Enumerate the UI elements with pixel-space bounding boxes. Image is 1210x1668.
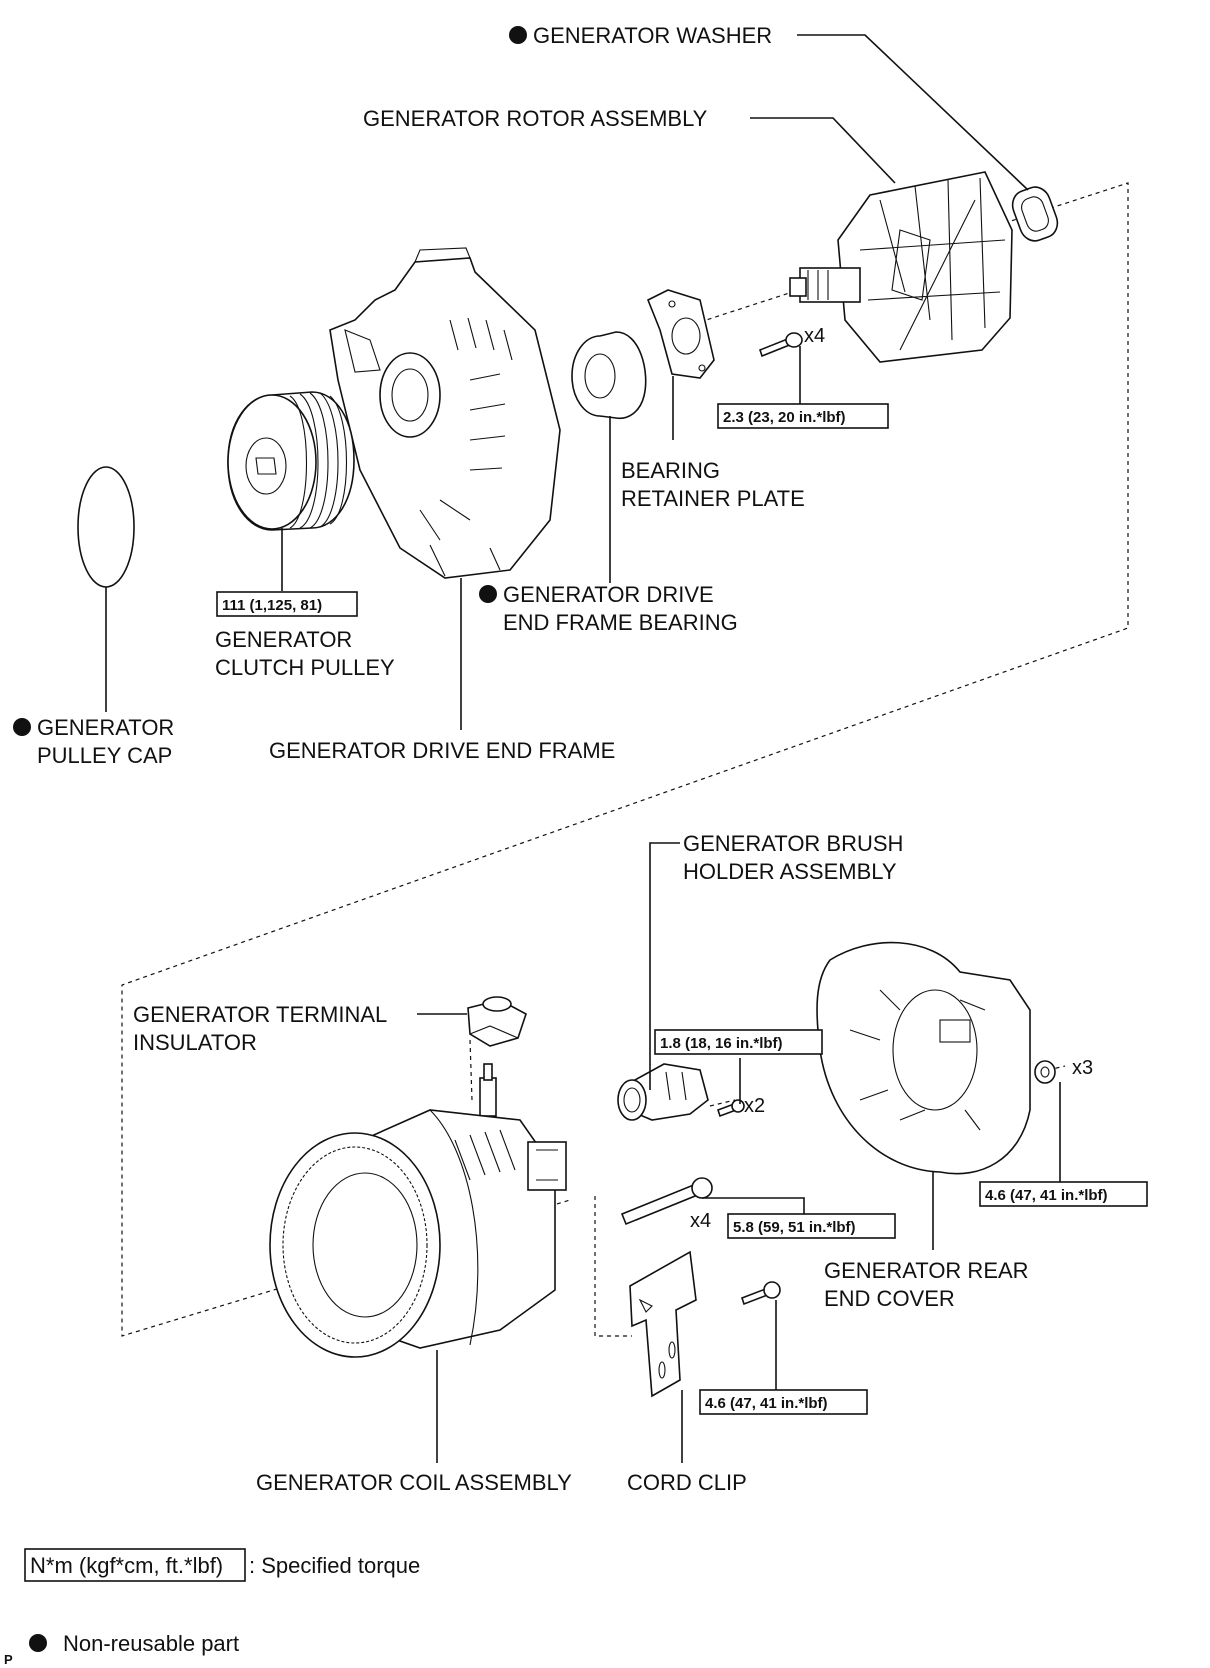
leader-lines: [105, 34, 1061, 1463]
qty-brush-holder-screws: x2: [744, 1095, 765, 1117]
part-labels: GENERATOR WASHER GENERATOR ROTOR ASSEMBL…: [37, 23, 1029, 1495]
label-brush-holder-line2: HOLDER ASSEMBLY: [683, 859, 897, 884]
torque-through-bolts: 5.8 (59, 51 in.*lbf): [733, 1219, 856, 1236]
label-clutch-pulley-line2: CLUTCH PULLEY: [215, 655, 395, 680]
label-bearing-retainer-line2: RETAINER PLATE: [621, 486, 805, 511]
label-coil-assembly: GENERATOR COIL ASSEMBLY: [256, 1470, 572, 1495]
cord-clip: [629, 1250, 697, 1398]
legend-torque-desc: : Specified torque: [249, 1553, 420, 1578]
brush-holder-screw: [716, 1099, 745, 1118]
label-rear-end-cover-line2: END COVER: [824, 1286, 955, 1311]
label-brush-holder-line1: GENERATOR BRUSH: [683, 831, 903, 856]
torque-brush-holder-screws: 1.8 (18, 16 in.*lbf): [660, 1035, 783, 1052]
label-bearing-retainer-line1: BEARING: [621, 458, 720, 483]
label-terminal-insulator-line1: GENERATOR TERMINAL: [133, 1002, 387, 1027]
torque-specs: 2.3 (23, 20 in.*lbf) 111 (1,125, 81) 1.8…: [216, 403, 1148, 1415]
label-terminal-insulator-line2: INSULATOR: [133, 1030, 257, 1055]
torque-clutch-pulley: 111 (1,125, 81): [222, 597, 322, 614]
qty-rear-cover-nuts: x3: [1072, 1057, 1093, 1079]
qty-retainer-screws: x4: [804, 325, 825, 347]
generator-coil-assembly: [269, 1109, 567, 1358]
generator-clutch-pulley: [227, 391, 355, 531]
through-bolt: [620, 1177, 713, 1226]
bearing-retainer-plate: [646, 289, 715, 379]
generator-rotor-assembly: [789, 171, 1013, 363]
torque-retainer-screws: 2.3 (23, 20 in.*lbf): [723, 409, 846, 426]
qty-through-bolts: x4: [690, 1210, 711, 1232]
generator-rear-end-cover: [816, 941, 1031, 1175]
label-cord-clip: CORD CLIP: [627, 1470, 747, 1495]
quantity-marks: x4 x2 x3 x4: [690, 325, 1093, 1232]
label-generator-washer: GENERATOR WASHER: [533, 23, 772, 48]
label-drive-end-bearing-line2: END FRAME BEARING: [503, 610, 738, 635]
label-clutch-pulley-line1: GENERATOR: [215, 627, 352, 652]
label-drive-end-bearing-line1: GENERATOR DRIVE: [503, 582, 714, 607]
legend-non-reusable: Non-reusable part: [63, 1631, 239, 1656]
cord-clip-bolt: [740, 1281, 781, 1306]
corner-mark: P: [4, 1652, 13, 1667]
label-rear-end-cover-line1: GENERATOR REAR: [824, 1258, 1029, 1283]
assembly-guide-lines: [121, 182, 1129, 1337]
non-reusable-markers: [13, 26, 527, 1652]
generator-drive-end-frame: [329, 247, 561, 579]
generator-brush-holder-assembly: [617, 1063, 709, 1121]
generator-drive-end-frame-bearing: [571, 331, 647, 420]
torque-cord-clip-bolt: 4.6 (47, 41 in.*lbf): [705, 1395, 828, 1412]
label-drive-end-frame: GENERATOR DRIVE END FRAME: [269, 738, 615, 763]
terminal-stud: [479, 1063, 497, 1117]
label-pulley-cap-line1: GENERATOR: [37, 715, 174, 740]
torque-rear-cover-nuts: 4.6 (47, 41 in.*lbf): [985, 1187, 1108, 1204]
generator-pulley-cap: [77, 466, 135, 588]
generator-terminal-insulator: [467, 996, 527, 1047]
label-rotor-assembly: GENERATOR ROTOR ASSEMBLY: [363, 106, 708, 131]
legend-torque-unit: N*m (kgf*cm, ft.*lbf): [30, 1553, 223, 1578]
label-pulley-cap-line2: PULLEY CAP: [37, 743, 172, 768]
legend: N*m (kgf*cm, ft.*lbf) : Specified torque…: [24, 1548, 420, 1656]
generator-washer: [1011, 186, 1059, 242]
rear-cover-nut: [1034, 1060, 1056, 1084]
retainer-screw: [759, 332, 803, 358]
